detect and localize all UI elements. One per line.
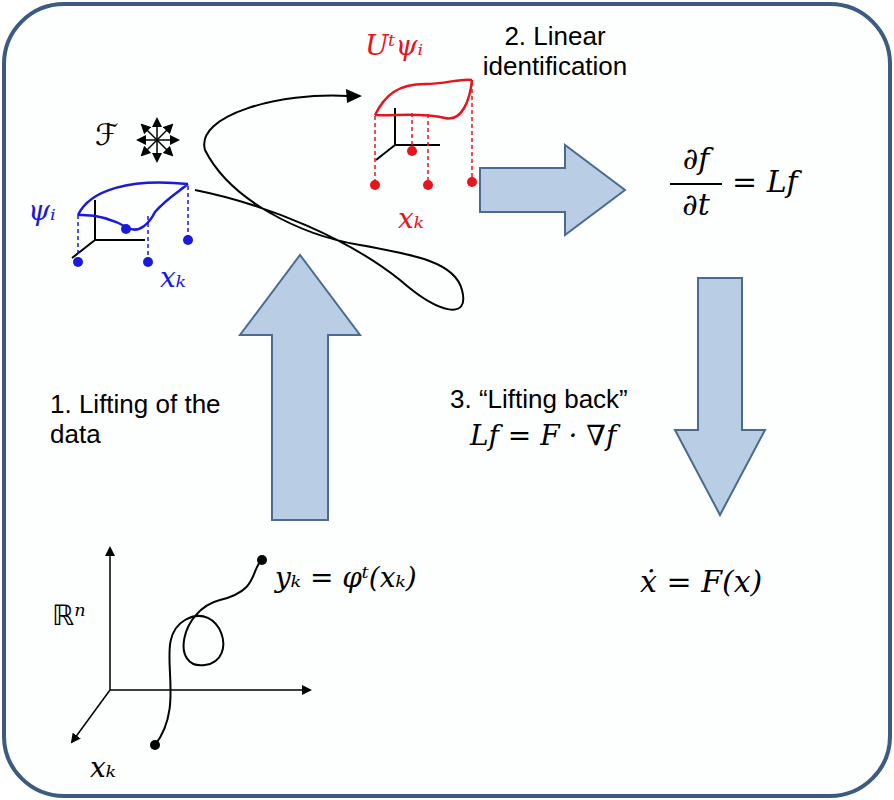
sample-dot	[423, 180, 433, 190]
sample-dot	[407, 146, 417, 156]
sample-dot	[73, 257, 83, 267]
function-space-arrows	[138, 119, 178, 161]
function-space-symbol: ℱ	[95, 118, 119, 153]
observable-label: ψᵢ	[28, 195, 56, 227]
sample-label: xₖ	[398, 203, 424, 235]
step-label: 2. Linear identification	[455, 22, 655, 82]
drop-lines	[78, 186, 188, 260]
block-arrow-up	[240, 255, 360, 520]
step-label: 1. Lifting of the data	[50, 390, 222, 450]
equation-rhs: = Lf	[732, 165, 798, 200]
blue-observable-graph	[72, 182, 193, 267]
evolved-observable-label: Uᵗψᵢ	[365, 30, 423, 62]
end-point	[257, 555, 267, 565]
state-trajectory	[155, 560, 262, 745]
surface	[375, 80, 472, 119]
koopman-trajectory	[195, 96, 463, 310]
flow-label: yₖ = φᵗ(xₖ)	[275, 562, 417, 594]
sample-dot	[183, 235, 193, 245]
start-point	[150, 740, 160, 750]
drop-lines	[375, 82, 472, 182]
equation-numerator: ∂f	[683, 142, 710, 177]
state-space-axes	[72, 548, 310, 742]
state-label: xₖ	[90, 752, 116, 784]
equation: Lf = F · ∇f	[470, 420, 616, 452]
space-label: ℝⁿ	[52, 600, 86, 632]
step-label: 3. “Lifting back”	[450, 385, 628, 415]
frame	[4, 4, 890, 796]
equation: ẋ = F(x)	[640, 565, 762, 600]
sample-dot	[121, 224, 131, 234]
fraction-bar	[670, 183, 722, 185]
sample-dot	[370, 180, 380, 190]
trajectory-arrowhead	[346, 89, 362, 103]
sample-label: xₖ	[160, 262, 186, 294]
sample-dot	[143, 257, 153, 267]
red-observable-graph	[370, 80, 477, 190]
surface	[78, 182, 188, 229]
block-arrow-right	[480, 145, 625, 235]
block-arrow-down	[675, 278, 765, 515]
equation-denominator: ∂t	[682, 188, 710, 223]
sample-dot	[467, 177, 477, 187]
